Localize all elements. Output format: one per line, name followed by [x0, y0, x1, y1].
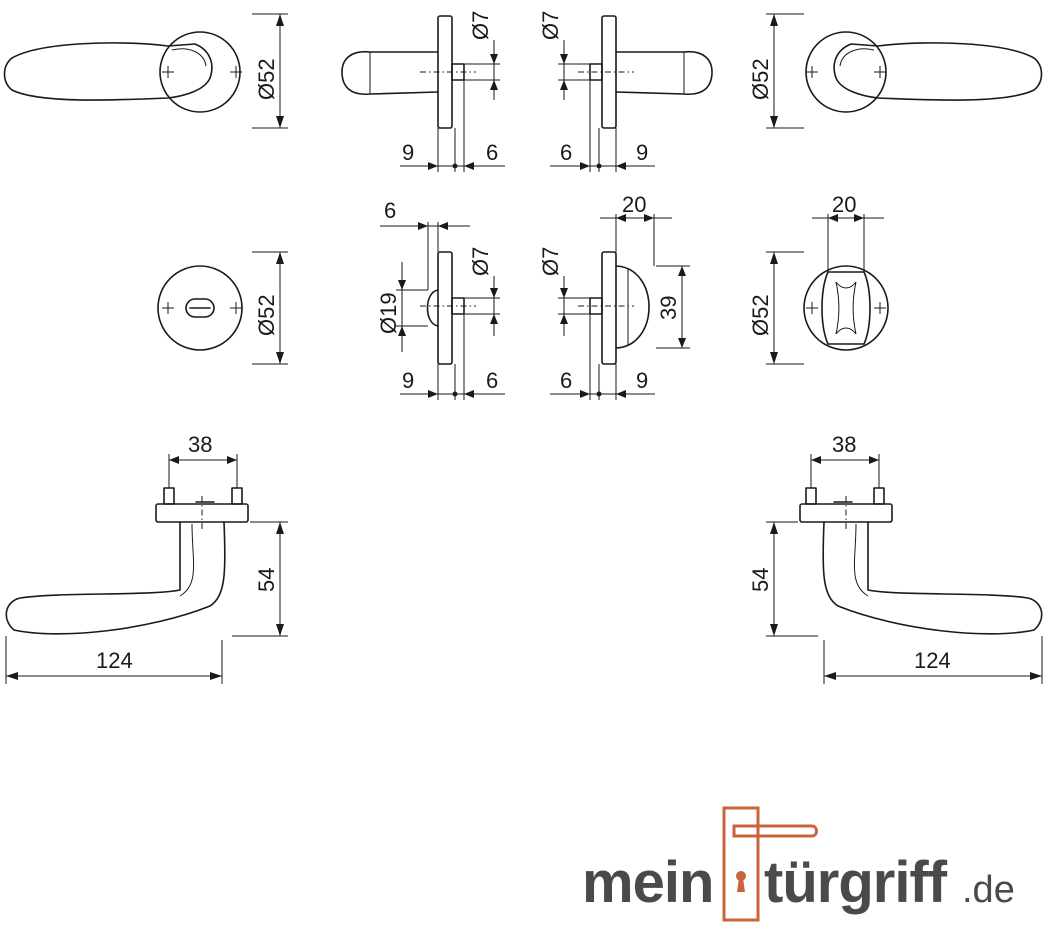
- dim-label-9-a: 9: [402, 140, 414, 165]
- dim-label-d7-b: Ø7: [538, 11, 563, 40]
- side-view-turn-rosette: 20 39 Ø7 6 9: [538, 192, 690, 400]
- emergency-release-rosette-front: [157, 265, 243, 351]
- dim-label-9-c: 9: [402, 368, 414, 393]
- turn-rosette-front: [803, 265, 889, 351]
- side-view-lever-right: Ø7 6 9: [538, 11, 713, 172]
- dim-label-6-c: 6: [384, 198, 396, 223]
- dim-right-rosette-diameter: Ø52: [748, 13, 804, 129]
- dim-label-9-b: 9: [636, 140, 648, 165]
- dim-label-20-b: 20: [832, 192, 856, 217]
- side-view-emergency-rosette: 6 Ø19 Ø7 9 6: [376, 198, 505, 400]
- dim-turn-front: 20 Ø52: [748, 192, 884, 365]
- left-lever-front-view: [3, 31, 243, 113]
- right-lever-front-view: [805, 31, 1043, 113]
- logo-word-mein: mein: [582, 850, 713, 915]
- dim-label-54-a: 54: [254, 568, 279, 592]
- dim-left-rosette-diameter: Ø52: [252, 13, 288, 129]
- dim-label-d7-c: Ø7: [468, 247, 493, 276]
- door-handle-logo-icon: [722, 806, 818, 922]
- side-view-lever-left: Ø7 9 6: [341, 11, 505, 172]
- dim-label-6-d: 6: [486, 368, 498, 393]
- dim-label-124-a: 124: [96, 648, 133, 673]
- dim-label-39: 39: [656, 296, 681, 320]
- logo-word-turgriff: türgriff: [764, 850, 948, 915]
- dim-label-d52-c: Ø52: [254, 294, 279, 336]
- dim-label-124-b: 124: [914, 648, 951, 673]
- dim-label-d7-d: Ø7: [538, 247, 563, 276]
- brand-logo[interactable]: mein türgriff .de: [582, 806, 1015, 922]
- dim-label-d52-a: Ø52: [254, 58, 279, 100]
- dim-label-6-a: 6: [486, 140, 498, 165]
- dim-label-54-b: 54: [748, 568, 773, 592]
- logo-domain-suffix: .de: [962, 869, 1015, 911]
- dim-label-20-a: 20: [622, 192, 646, 217]
- left-lever-top-view: 38 54 124: [5, 432, 288, 684]
- dim-label-38-a: 38: [188, 432, 212, 457]
- right-lever-top-view: 38 54 124: [748, 432, 1043, 684]
- dim-label-d52-d: Ø52: [748, 294, 773, 336]
- dim-label-38-b: 38: [832, 432, 856, 457]
- dim-wc-left-diameter: Ø52: [252, 251, 288, 365]
- dim-label-6-e: 6: [560, 368, 572, 393]
- dim-label-d19: Ø19: [376, 292, 401, 334]
- dim-label-d7-a: Ø7: [468, 11, 493, 40]
- dim-label-d52-b: Ø52: [748, 58, 773, 100]
- dim-label-9-d: 9: [636, 368, 648, 393]
- dim-label-6-b: 6: [560, 140, 572, 165]
